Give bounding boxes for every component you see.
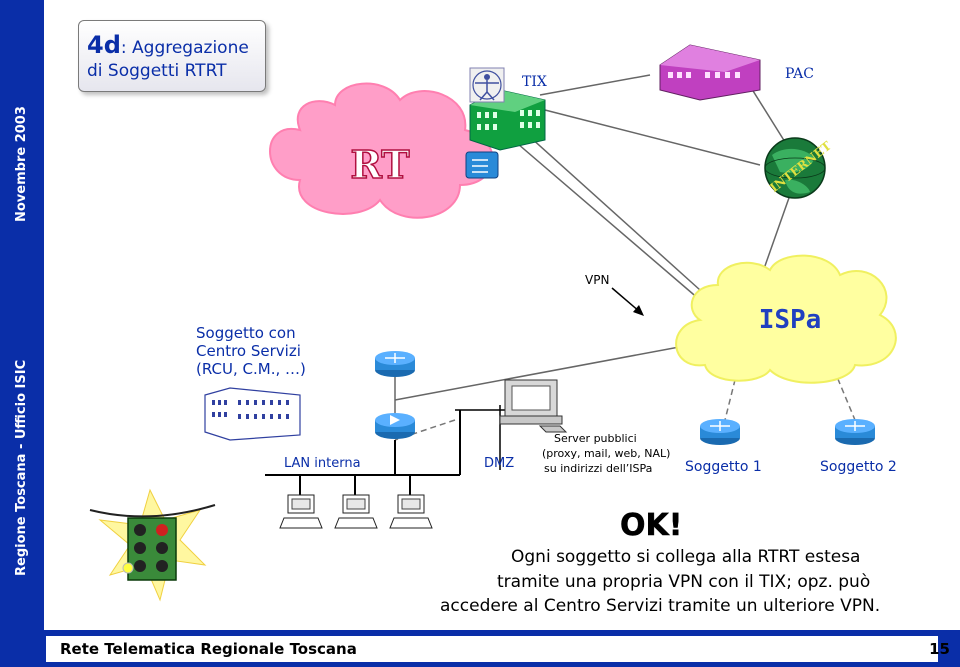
internet-globe-icon <box>764 137 826 199</box>
router-soggetto2-icon <box>835 419 875 445</box>
soggetto2-label: Soggetto 2 <box>820 459 897 475</box>
centro-servizi-building-icon <box>204 387 301 441</box>
pac-label: PAC <box>785 66 814 82</box>
title-number: 4d <box>87 31 121 59</box>
workstation-icon <box>279 494 323 529</box>
soggetto-centro-label-3: (RCU, C.M., …) <box>196 360 306 378</box>
router-soggetto1-icon <box>700 419 740 445</box>
dmz-label: DMZ <box>484 456 515 471</box>
network-diagram: RT ISPa TIX PA <box>89 44 897 602</box>
ok-label: OK! <box>620 508 682 543</box>
tix-label: TIX <box>522 74 547 90</box>
slide-title: 4d: Aggregazione di Soggetti RTRT <box>78 20 266 92</box>
soggetto-centro-label-1: Soggetto con <box>196 324 296 342</box>
body-line-2: tramite una propria VPN con il TIX; opz.… <box>497 572 871 592</box>
firewall-router-icon <box>375 413 415 439</box>
tix-building-icon <box>469 89 546 151</box>
footer-bar: Rete Telematica Regionale Toscana 15 <box>0 630 960 667</box>
body-line-1: Ogni soggetto si collega alla RTRT estes… <box>511 547 861 567</box>
ispa-cloud <box>675 254 897 384</box>
sidebar <box>0 0 44 630</box>
vpn-arrow <box>611 287 641 313</box>
vitruvian-logo-icon <box>469 67 505 103</box>
title-line2: di Soggetti RTRT <box>87 61 227 81</box>
body-line-3: accedere al Centro Servizi tramite un ul… <box>440 596 881 616</box>
server-label-1: Server pubblici <box>554 432 637 445</box>
workstation-icon <box>334 494 378 529</box>
workstation-icon <box>389 494 433 529</box>
lan-bus <box>265 410 461 495</box>
footer-title: Rete Telematica Regionale Toscana <box>60 640 357 658</box>
soggetto-centro-label-2: Centro Servizi <box>196 342 301 360</box>
router-main-icon <box>375 351 415 377</box>
public-server-icon <box>499 379 568 433</box>
ispa-cloud-label: ISPa <box>759 305 822 335</box>
page-number: 15 <box>929 640 950 658</box>
server-label-3: su indirizzi dell’ISPa <box>544 462 653 475</box>
soggetto1-label: Soggetto 1 <box>685 459 762 475</box>
vpn-label: VPN <box>585 273 609 287</box>
vpn-arrowhead <box>633 305 644 316</box>
pac-building-icon <box>659 44 761 101</box>
traffic-light-icon <box>89 488 216 602</box>
lan-label: LAN interna <box>284 456 361 471</box>
server-label-2: (proxy, mail, web, NAL) <box>542 447 671 460</box>
title-line1: : Aggregazione <box>120 38 249 58</box>
switch-icon <box>465 151 499 179</box>
rtrt-cloud-label: RT <box>350 142 409 187</box>
